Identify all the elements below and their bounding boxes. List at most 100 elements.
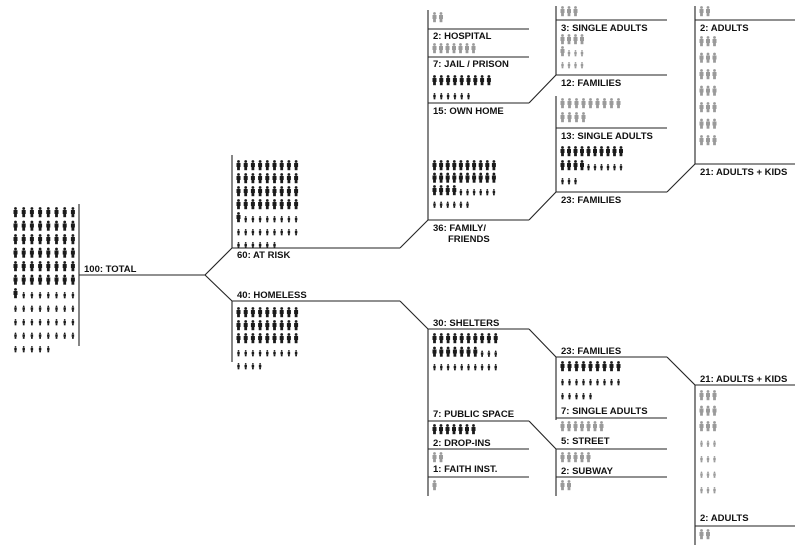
adult-icon	[452, 424, 456, 435]
label-hospital: 2: HOSPITAL	[433, 31, 492, 42]
adult-icon	[38, 220, 43, 231]
child-icon	[63, 332, 66, 339]
child-icon	[287, 216, 291, 223]
adult-icon	[432, 452, 437, 463]
adult-icon	[465, 43, 469, 54]
child-icon	[459, 189, 463, 196]
adult-icon	[712, 69, 717, 80]
child-icon	[258, 363, 262, 370]
child-icon	[55, 305, 58, 312]
child-icon	[700, 456, 703, 463]
adult-icon	[712, 102, 717, 113]
adult-icon	[29, 234, 34, 245]
people-icons-layer	[13, 6, 717, 540]
adult-icon	[452, 43, 456, 54]
adult-icon	[272, 186, 277, 197]
child-icon	[600, 164, 603, 171]
child-icon	[561, 178, 564, 185]
child-icon	[14, 305, 17, 312]
adult-icon	[70, 274, 75, 285]
child-icon	[487, 364, 491, 371]
child-icon	[244, 229, 247, 236]
adult-icon	[706, 69, 710, 80]
child-icon	[700, 440, 703, 447]
child-icon	[587, 164, 590, 171]
child-icon	[280, 350, 283, 357]
node-labels: 100: TOTAL 60: AT RISK 40: HOMELESS 2: H…	[84, 23, 787, 524]
adult-icon	[21, 247, 26, 258]
adult-icon	[54, 234, 59, 245]
adult-icon	[13, 207, 18, 218]
adult-icon	[29, 220, 34, 231]
adult-icon	[445, 172, 450, 183]
adult-icon	[250, 186, 255, 197]
child-icon	[14, 346, 17, 353]
adult-icon	[699, 421, 704, 432]
adult-icon	[560, 6, 565, 17]
child-icon	[47, 305, 50, 312]
adult-icon	[567, 160, 571, 171]
label-ar-single-adults: 3: SINGLE ADULTS	[561, 23, 648, 34]
connector-family-families	[528, 191, 557, 221]
child-icon	[273, 350, 276, 357]
child-icon	[466, 201, 469, 208]
adult-icon	[250, 333, 255, 344]
adult-icon	[62, 220, 67, 231]
child-icon	[439, 201, 443, 208]
adult-icon	[560, 421, 565, 432]
child-icon	[47, 319, 50, 326]
adult-icon	[279, 173, 284, 184]
adult-icon	[452, 333, 457, 344]
child-icon	[446, 201, 449, 208]
adult-icon	[560, 146, 565, 157]
child-icon	[568, 379, 571, 386]
child-icon	[706, 440, 710, 447]
adult-icon	[21, 220, 26, 231]
adult-icon	[272, 320, 277, 331]
child-icon	[433, 201, 436, 208]
child-icon	[237, 242, 240, 249]
child-icon	[244, 242, 247, 249]
adult-icon	[706, 52, 710, 63]
adult-icon	[699, 85, 704, 96]
child-icon	[593, 164, 597, 171]
child-icon	[38, 305, 42, 312]
adult-icon	[574, 98, 579, 109]
adult-icon	[236, 173, 241, 184]
adult-icon	[602, 98, 607, 109]
adult-icon	[236, 307, 241, 318]
adult-icon	[458, 172, 463, 183]
adult-icon	[432, 12, 437, 23]
adult-icon	[706, 421, 710, 432]
adult-icon	[236, 320, 241, 331]
adult-icon	[573, 34, 578, 45]
adult-icon	[712, 421, 717, 432]
adult-icon	[573, 452, 578, 463]
adult-icon	[699, 52, 704, 63]
adult-icon	[580, 160, 584, 171]
child-icon	[251, 216, 255, 223]
adult-icon	[699, 36, 704, 47]
label-subway: 2: SUBWAY	[561, 466, 614, 477]
adult-icon	[567, 452, 571, 463]
adult-icon	[445, 424, 450, 435]
label-public-space: 7: PUBLIC SPACE	[433, 409, 514, 420]
child-icon	[466, 189, 469, 196]
child-icon	[446, 93, 450, 100]
adult-icon	[580, 146, 584, 157]
child-icon	[244, 216, 247, 223]
label-ar-families-23: 23: FAMILIES	[561, 195, 621, 206]
child-icon	[459, 201, 463, 208]
adult-icon	[13, 261, 18, 272]
adult-icon	[265, 307, 270, 318]
adult-icon	[706, 36, 710, 47]
adult-icon	[439, 12, 443, 23]
child-icon	[561, 379, 564, 386]
child-icon	[706, 456, 710, 463]
label-h-adults-2: 2: ADULTS	[700, 513, 749, 524]
child-icon	[574, 62, 577, 69]
adult-icon	[574, 361, 579, 372]
child-icon	[30, 292, 34, 299]
adult-icon	[250, 160, 255, 171]
